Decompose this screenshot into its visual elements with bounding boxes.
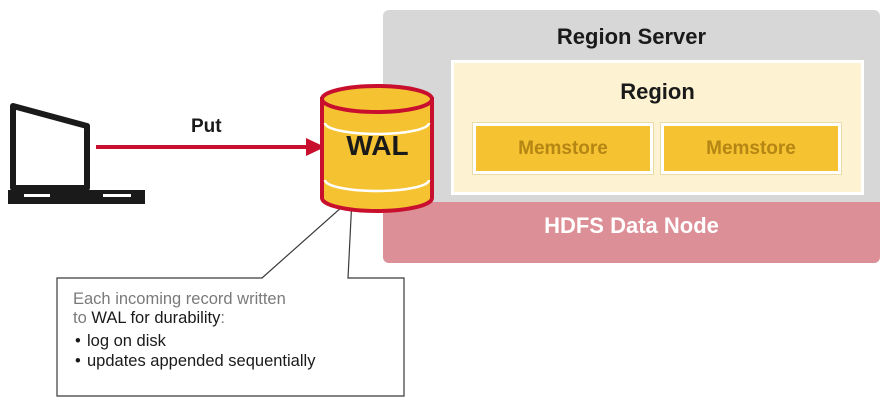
callout-line-1: Each incoming record written bbox=[73, 290, 286, 308]
put-arrow bbox=[96, 138, 325, 156]
wal-label: WAL bbox=[346, 130, 409, 161]
laptop-icon bbox=[8, 103, 145, 204]
list-item: log on disk bbox=[73, 331, 403, 351]
memstore-box: Memstore bbox=[661, 123, 841, 174]
memstore-box: Memstore bbox=[473, 123, 653, 174]
list-item: updates appended sequentially bbox=[73, 351, 403, 371]
callout-bullet-list: log on disk updates appended sequentiall… bbox=[73, 331, 403, 371]
callout-wal-term: WAL bbox=[91, 309, 126, 327]
region-server-title: Region Server bbox=[556, 24, 707, 49]
callout-line-2: to WAL for durability: bbox=[73, 309, 225, 327]
hdfs-data-node-label: HDFS Data Node bbox=[544, 213, 719, 238]
put-label: Put bbox=[191, 116, 222, 137]
region-title: Region bbox=[620, 79, 695, 104]
database-cylinder-icon bbox=[320, 84, 434, 213]
hdfs-data-node-box bbox=[383, 202, 880, 263]
wal-callout-text: Each incoming record written to WAL for … bbox=[73, 290, 403, 371]
